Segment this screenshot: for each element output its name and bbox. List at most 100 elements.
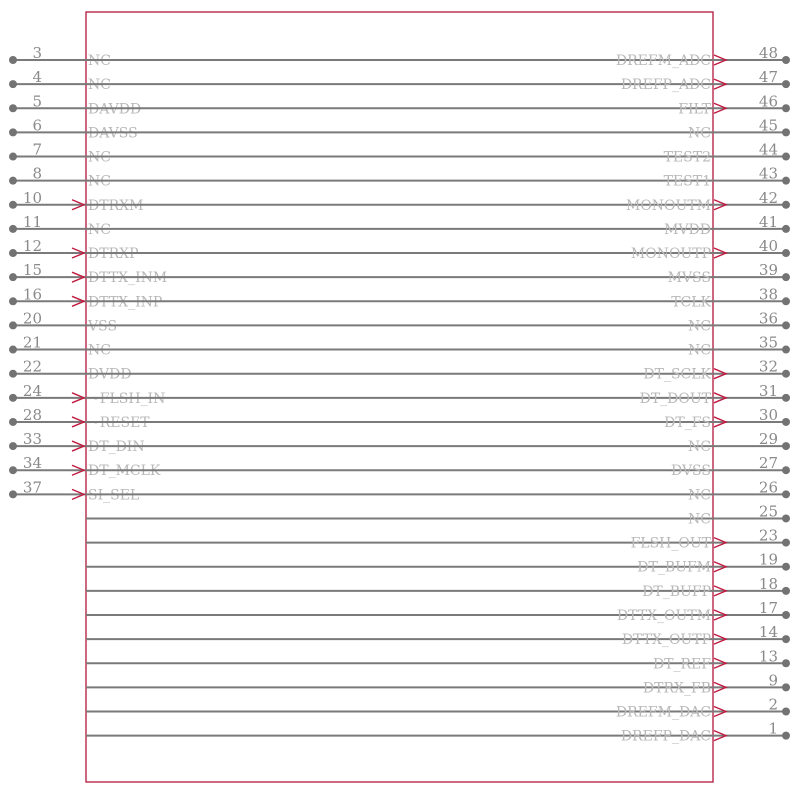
- input-arrow-icon: [71, 199, 86, 211]
- pin-connection-dot: [782, 369, 790, 378]
- pin-name: DREFM_DAC: [616, 705, 711, 721]
- pin-connection-dot: [782, 659, 790, 668]
- pin-connection-dot: [9, 466, 17, 475]
- pin-connection-dot: [9, 249, 17, 258]
- pin-connection-dot: [9, 200, 17, 209]
- pin-connection-dot: [9, 224, 17, 233]
- pin-connection-dot: [782, 224, 790, 233]
- pin-connection-dot: [782, 562, 790, 571]
- pin-connection-dot: [9, 321, 17, 330]
- pin-number: 8: [32, 165, 42, 183]
- input-arrow-icon: [71, 247, 86, 259]
- pin-number: 34: [23, 454, 42, 472]
- pin-number: 22: [23, 358, 42, 376]
- pin-number: 23: [759, 527, 778, 545]
- input-arrow-icon: [71, 440, 86, 452]
- pin-connection-dot: [782, 104, 790, 113]
- input-arrow-icon: [713, 633, 728, 645]
- input-arrow-icon: [71, 295, 86, 307]
- input-arrow-icon: [713, 729, 728, 742]
- pin-number: 5: [32, 92, 42, 110]
- pin-connection-dot: [782, 345, 790, 354]
- pin-number: 11: [23, 213, 42, 231]
- pin-number: 35: [759, 334, 778, 352]
- pin-connection-dot: [782, 56, 790, 64]
- input-arrow-icon: [713, 609, 728, 621]
- pin-37: 37SI_SEL: [9, 478, 139, 503]
- pin-6: 6DAVSS: [9, 116, 138, 141]
- pin-number: 42: [759, 189, 778, 207]
- pin-number: 20: [23, 309, 42, 327]
- pin-name: DT_BUFM: [637, 560, 711, 576]
- right-pin-group: 48DREFM_ADC47DREFP_ADC46FILT45NC44TEST24…: [86, 44, 790, 745]
- pin-number: 16: [23, 285, 42, 303]
- pin-number: 10: [23, 189, 42, 207]
- pin-name: DT_SCLK: [643, 367, 711, 383]
- pin-name: NC: [688, 318, 711, 334]
- pin-connection-dot: [9, 297, 17, 306]
- pin-connection-dot: [782, 393, 790, 402]
- pin-number: 46: [759, 92, 778, 110]
- pin-connection-dot: [782, 490, 790, 499]
- pin-number: 4: [32, 68, 42, 86]
- pin-number: 2: [768, 696, 778, 714]
- pin-number: 12: [23, 237, 42, 255]
- pin-number: 7: [32, 141, 42, 159]
- pin-connection-dot: [782, 586, 790, 595]
- pin-name: DT_BUFP: [642, 584, 711, 600]
- pin-21: 21NC: [9, 334, 111, 359]
- pin-number: 44: [759, 141, 778, 159]
- pin-connection-dot: [9, 369, 17, 378]
- pin-number: 14: [759, 623, 778, 641]
- input-arrow-icon: [713, 78, 728, 90]
- pin-number: 9: [768, 671, 778, 689]
- pin-number: 1: [768, 720, 778, 738]
- pin-3: 3NC: [9, 44, 111, 69]
- pin-number: 31: [759, 382, 778, 400]
- left-pin-group: 3NC4NC5DAVDD6DAVSS7NC8NC10DTRXM11NC12DTR…: [9, 44, 167, 503]
- pin-34: 34DT_MCLK: [9, 454, 161, 479]
- pin-connection-dot: [782, 707, 790, 716]
- pin-number: 6: [32, 116, 42, 134]
- pin-name: MONOUTM: [626, 198, 711, 214]
- pin-name: DREFP_DAC: [621, 729, 711, 745]
- pin-connection-dot: [782, 80, 790, 89]
- pin-connection-dot: [782, 321, 790, 330]
- pin-connection-dot: [9, 152, 17, 161]
- pin-name: TEST2: [664, 150, 711, 166]
- pin-number: 13: [759, 647, 778, 665]
- pin-number: 41: [759, 213, 778, 231]
- pin-connection-dot: [9, 393, 17, 402]
- pin-connection-dot: [782, 152, 790, 161]
- pin-name: NC: [688, 439, 711, 455]
- pin-15: 15DTTX_INM: [9, 261, 167, 286]
- pin-4: 4NC: [9, 68, 111, 93]
- pin-connection-dot: [782, 297, 790, 306]
- pin-name: NC: [688, 343, 711, 359]
- pin-name: DTTX_OUTP: [622, 632, 711, 648]
- pin-name: DTTX_OUTM: [617, 608, 711, 624]
- pin-8: 8NC: [9, 165, 111, 190]
- pin-number: 33: [23, 430, 42, 448]
- pin-20: 20VSS: [9, 309, 117, 334]
- pin-connection-dot: [9, 345, 17, 354]
- pin-connection-dot: [782, 273, 790, 282]
- input-arrow-icon: [713, 705, 728, 718]
- pin-connection-dot: [782, 514, 790, 523]
- input-arrow-icon: [713, 199, 728, 211]
- input-arrow-icon: [713, 585, 728, 597]
